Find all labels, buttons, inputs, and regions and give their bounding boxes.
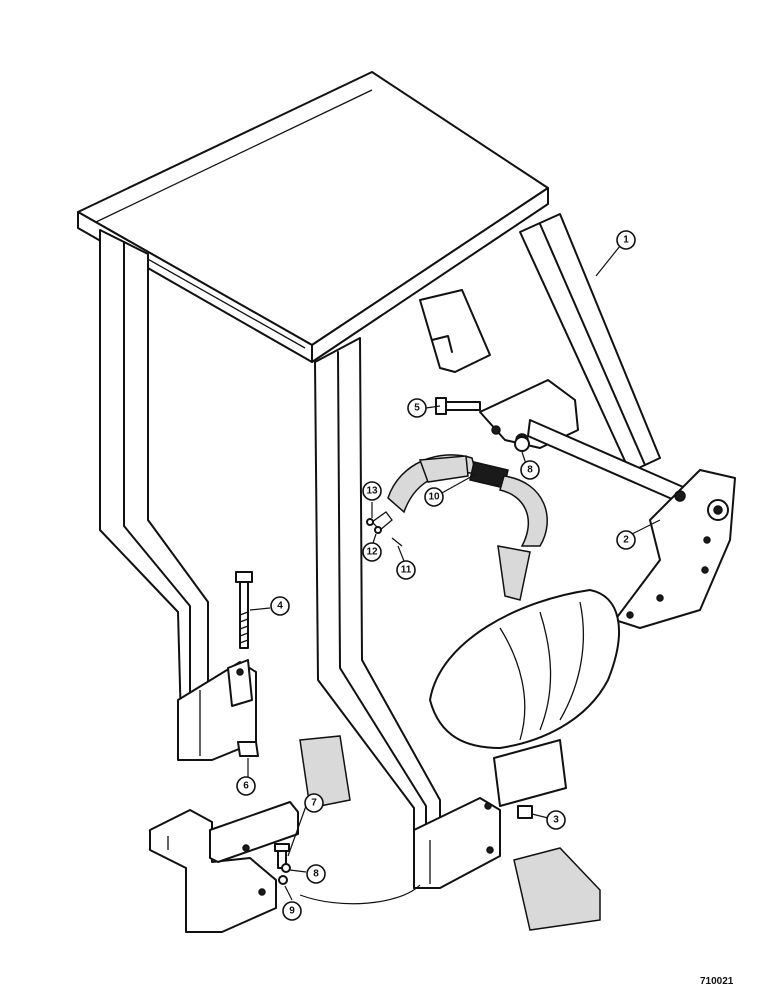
callout-2: 2	[616, 530, 636, 550]
callout-7: 7	[304, 793, 324, 813]
svg-text:13: 13	[366, 486, 378, 497]
svg-text:10: 10	[428, 492, 440, 503]
svg-text:4: 4	[277, 601, 283, 612]
reference-code: 710021	[700, 976, 734, 987]
callout-8-lower: 8	[306, 864, 326, 884]
callout-13: 13	[362, 481, 382, 501]
callout-3: 3	[546, 810, 566, 830]
callout-8-upper: 8	[520, 460, 540, 480]
callout-1: 1	[616, 230, 636, 250]
svg-text:2: 2	[623, 535, 629, 546]
svg-text:8: 8	[313, 869, 319, 880]
seat-belt	[370, 454, 548, 601]
rear-pillar	[419, 289, 491, 373]
svg-text:5: 5	[414, 403, 420, 414]
front-pillar	[314, 337, 441, 889]
svg-text:1: 1	[623, 235, 629, 246]
front-foot-mount	[413, 797, 501, 889]
left-pillar	[99, 229, 209, 761]
callout-6: 6	[236, 776, 256, 796]
svg-text:9: 9	[289, 906, 295, 917]
svg-text:6: 6	[243, 781, 249, 792]
callout-12: 12	[362, 542, 382, 562]
callout-4: 4	[270, 596, 290, 616]
svg-text:7: 7	[311, 798, 317, 809]
callout-11: 11	[396, 560, 416, 580]
callout-10: 10	[424, 487, 444, 507]
inset-arrow	[299, 884, 421, 905]
seat	[429, 589, 620, 807]
callout-9: 9	[282, 901, 302, 921]
seat-bracket	[479, 379, 736, 629]
callout-5: 5	[407, 398, 427, 418]
svg-text:8: 8	[527, 465, 533, 476]
right-pillar	[519, 213, 661, 473]
svg-text:12: 12	[366, 547, 378, 558]
svg-text:11: 11	[401, 565, 412, 576]
floor-channels	[299, 735, 601, 931]
detached-foot-mount	[149, 801, 299, 933]
svg-text:3: 3	[553, 815, 559, 826]
hardware	[235, 397, 533, 885]
